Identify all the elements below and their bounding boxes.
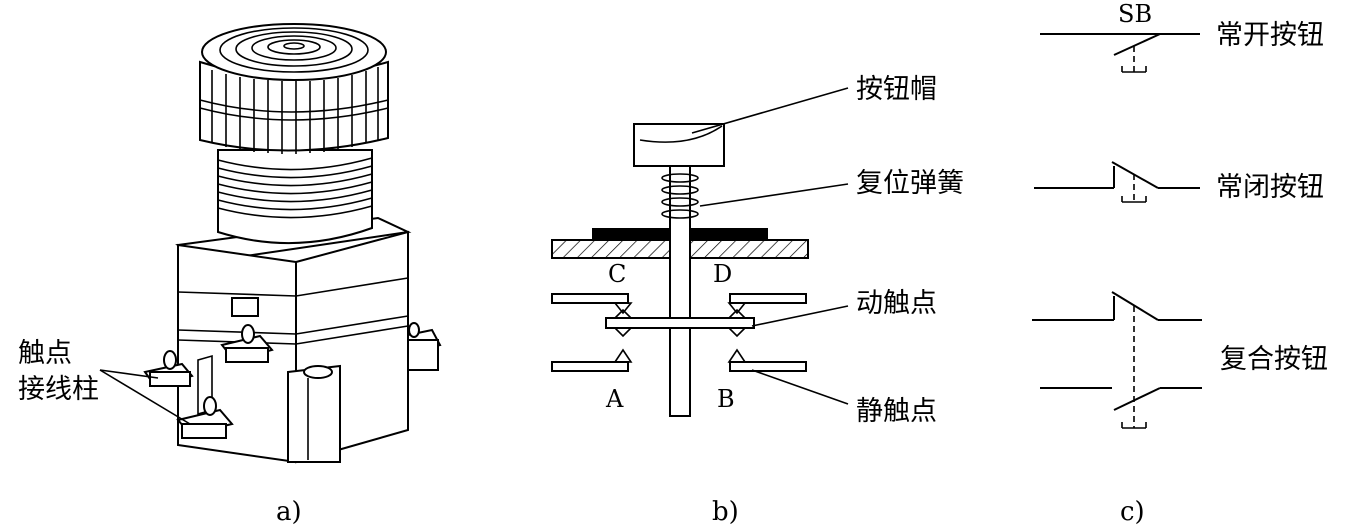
normally-open-label: 常开按钮 <box>1216 20 1324 51</box>
threaded-neck <box>217 149 373 245</box>
point-b-label: B <box>717 385 735 413</box>
plunger-stem <box>669 165 691 417</box>
body-groove-2 <box>177 315 409 335</box>
cap-top-rings <box>219 27 369 73</box>
panel-b-caption: b) <box>712 497 739 527</box>
button-cap <box>633 123 725 167</box>
point-a-label: A <box>605 385 624 413</box>
panel-a-caption: a) <box>276 497 302 527</box>
panel-c-electrical-symbols: SB 常开按钮 常闭按钮 <box>1032 0 1328 527</box>
symbol-normally-closed <box>1034 161 1200 203</box>
normally-closed-label: 常闭按钮 <box>1216 172 1324 203</box>
moving-contact-leader <box>751 305 849 327</box>
panel-a-push-button-illustration: 触点 接线柱 a) <box>18 23 442 527</box>
front-slot-hole <box>303 365 333 379</box>
terminal-leader-1 <box>99 369 159 379</box>
point-c-label: C <box>608 260 626 288</box>
body-groove-3 <box>177 325 409 345</box>
button-cap-curve <box>639 125 723 143</box>
fixed-contact-b <box>729 361 807 372</box>
cap-label: 按钮帽 <box>856 74 937 105</box>
cap-leader <box>691 87 849 134</box>
fixed-contact-c <box>551 293 629 304</box>
symbol-compound <box>1032 291 1202 429</box>
front-slot <box>287 364 341 463</box>
fixed-contact-a <box>551 361 629 372</box>
moving-contact-bridge <box>605 317 755 329</box>
body-groove-1 <box>177 277 409 297</box>
point-d-label: D <box>713 260 732 288</box>
body-latch <box>231 297 259 317</box>
symbol-sb-label: SB <box>1118 0 1152 28</box>
spring-leader <box>699 183 849 207</box>
terminal-label-line1: 触点 <box>18 338 72 369</box>
panel-c-caption: c) <box>1120 497 1145 527</box>
fixed-contact-d <box>729 293 807 304</box>
compound-label: 复合按钮 <box>1220 344 1328 375</box>
terminal-leader-2 <box>99 369 191 425</box>
cap-knurl-lines <box>199 67 389 154</box>
panel-b-structure-schematic: C D A B 按钮帽 复位弹簧 动触点 静触点 b) <box>551 74 964 527</box>
terminal-middle <box>220 324 274 363</box>
spring-label: 复位弹簧 <box>856 168 964 199</box>
terminal-front-lower <box>176 396 234 439</box>
static-contact-label: 静触点 <box>856 396 937 427</box>
moving-contact-label: 动触点 <box>856 288 937 319</box>
terminal-side <box>407 322 442 371</box>
terminal-label-line2: 接线柱 <box>18 374 99 405</box>
neck-threads <box>217 157 373 219</box>
return-spring <box>661 173 699 219</box>
static-contact-leader <box>751 369 849 405</box>
symbol-normally-open <box>1040 33 1200 73</box>
